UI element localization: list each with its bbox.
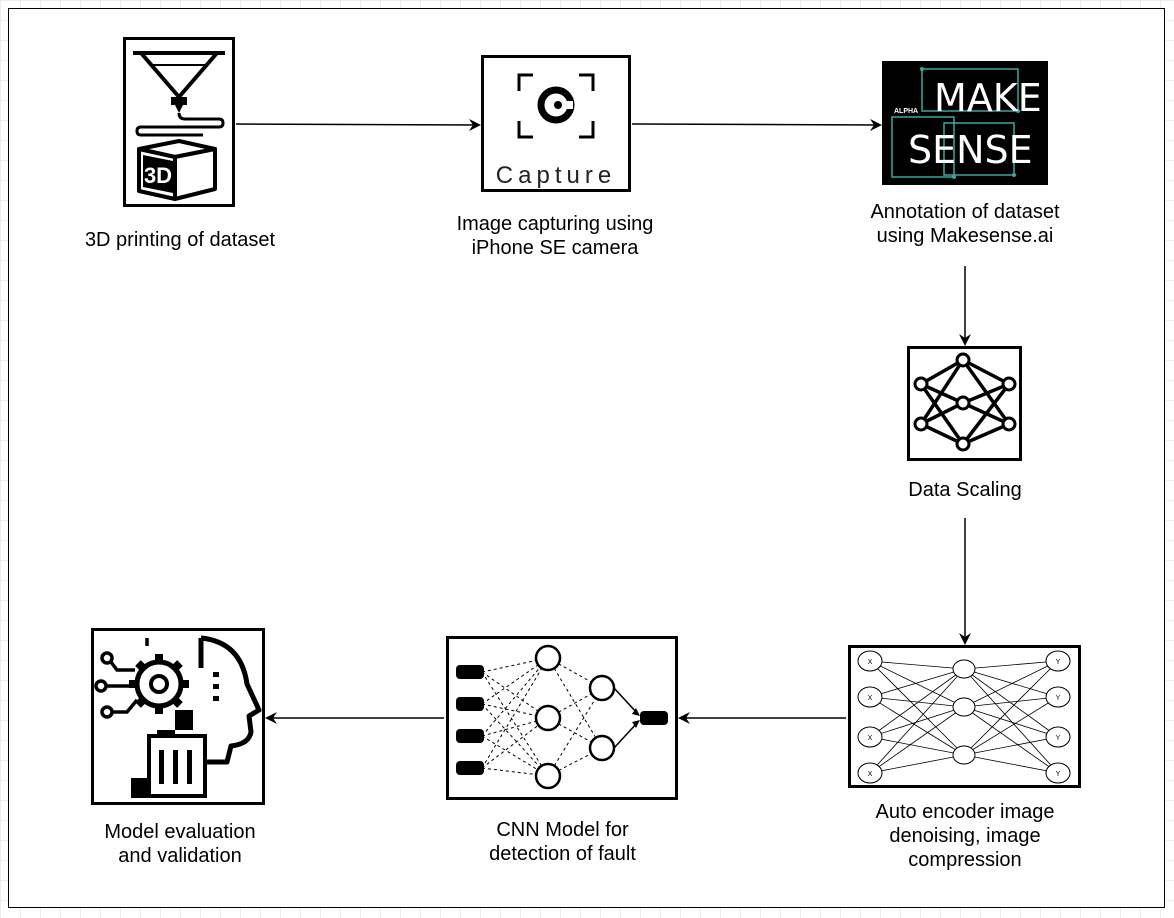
svg-text:X: X [868, 695, 873, 702]
makesense-logo-make: MAKE [934, 76, 1042, 120]
node-label-cnn: CNN Model for detection of fault [489, 819, 636, 865]
autoencoder-icon: X X X X Y Y Y Y [848, 645, 1081, 788]
svg-text:X: X [868, 771, 873, 778]
svg-text:X: X [868, 735, 873, 742]
cnn-network-icon [446, 636, 678, 800]
makesense-logo-sense: SENSE [908, 128, 1033, 172]
ai-head-gear-icon [91, 628, 265, 805]
svg-text:Y: Y [1056, 735, 1061, 742]
node-label-evaluation: Model evaluation and validation [104, 821, 256, 867]
svg-text:Y: Y [1056, 659, 1061, 666]
3d-badge-text: 3D [144, 163, 172, 188]
edge-capture-annotation [631, 118, 882, 131]
capture-logo-text: Capture [496, 162, 616, 189]
svg-text:Y: Y [1056, 695, 1061, 702]
svg-text:X: X [868, 659, 873, 666]
node-label-capture: Image capturing using iPhone SE camera [456, 213, 654, 259]
node-label-autoencoder: Auto encoder image denoising, image comp… [875, 801, 1055, 871]
edge-printing-capture [235, 118, 481, 131]
node-label-scaling: Data Scaling [908, 479, 1022, 501]
3d-printer-icon: 3D [123, 37, 235, 207]
node-label-annotation: Annotation of dataset using Makesense.ai [870, 201, 1060, 247]
node-label-printing: 3D printing of dataset [84, 229, 276, 251]
neural-network-icon [907, 346, 1022, 461]
makesense-alpha-text: ALPHA [894, 108, 918, 115]
camera-capture-icon: Capture [481, 55, 631, 192]
svg-text:Y: Y [1056, 771, 1061, 778]
makesense-logo-icon: ALPHA MAKE SENSE [882, 61, 1048, 185]
